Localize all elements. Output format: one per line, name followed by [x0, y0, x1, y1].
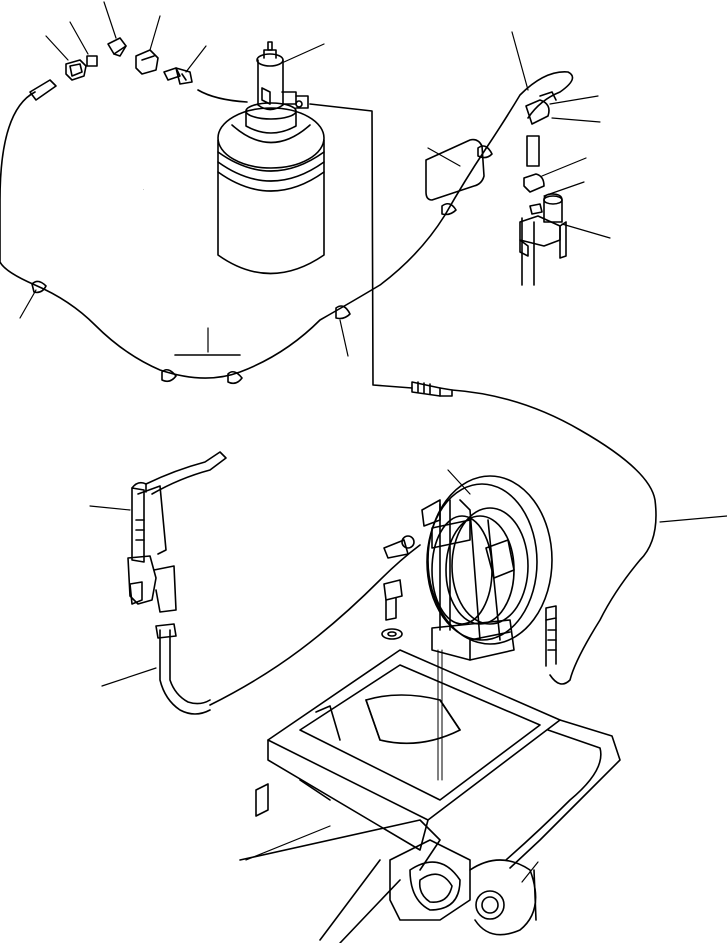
- hose-segment: [29, 79, 57, 101]
- elbow-fitting: [107, 37, 127, 57]
- hose-reel: [383, 475, 553, 661]
- air-filter-regulator: [425, 138, 485, 201]
- inline-fitting: [411, 381, 453, 397]
- pump-outlet-line: [309, 103, 413, 389]
- hose-clamp: [31, 145, 493, 385]
- pivot-pin-boss: [475, 890, 505, 920]
- swivel-joint: [135, 49, 159, 75]
- mounting-bolt: [383, 579, 403, 621]
- nut: [65, 59, 87, 81]
- reel-outlet-fitting: [545, 605, 557, 667]
- leader-lines: [19, 1, 727, 883]
- grease-gun: [127, 451, 227, 613]
- nipple-fitting: [163, 67, 193, 85]
- regulator-valve: [519, 193, 567, 286]
- grease-gun-hose: [155, 544, 421, 715]
- adapter: [86, 55, 98, 67]
- svg-text:.: .: [143, 186, 144, 191]
- grease-pump-bucket: .: [143, 41, 325, 275]
- machine-frame: [239, 649, 621, 943]
- washer: [381, 628, 403, 640]
- pump-to-reel-hose: [451, 389, 657, 685]
- hose-fitting-right: [523, 91, 557, 215]
- grease-supply-hose-left: [0, 71, 574, 379]
